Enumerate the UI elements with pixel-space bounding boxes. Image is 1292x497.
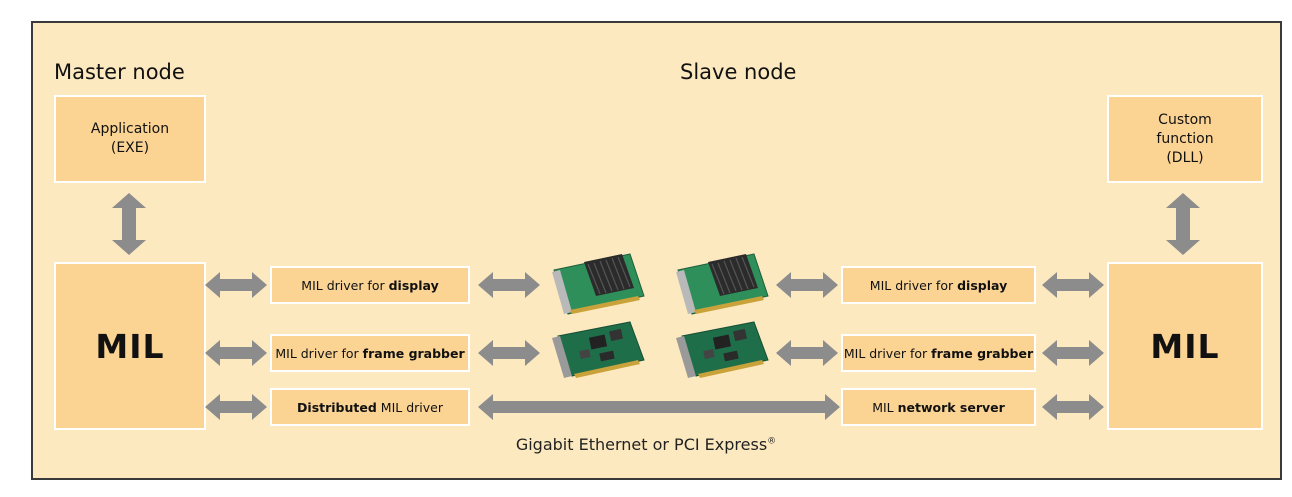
registered-mark: ® <box>767 436 777 447</box>
frame-grabber-card-left-icon <box>552 321 645 378</box>
display-card-left-icon <box>552 253 645 315</box>
slave-vertical-arrow-icon <box>1166 193 1200 255</box>
left-grabber-arrow-icon <box>205 340 267 366</box>
right-network-server-arrow-icon <box>1042 394 1104 420</box>
distributed-mil-driver-box: Distributed MIL driver <box>270 388 470 426</box>
right-frame-grabber-driver-box: MIL driver for frame grabber <box>841 334 1036 372</box>
left-display-arrow-icon <box>205 272 267 298</box>
mil-network-server-box: MIL network server <box>841 388 1036 426</box>
left-grabber-driver-bold: frame grabber <box>362 345 465 361</box>
function-label: function <box>1156 130 1214 147</box>
left-distributed-arrow-icon <box>205 394 267 420</box>
left-grabber-card-arrow-icon <box>478 340 540 366</box>
left-display-driver-prefix: MIL driver for <box>301 277 389 293</box>
network-bus-label: Gigabit Ethernet or PCI Express® <box>0 435 1292 454</box>
master-node-heading: Master node <box>54 60 185 84</box>
right-grabber-card-arrow-icon <box>776 340 838 366</box>
left-frame-grabber-driver-box: MIL driver for frame grabber <box>270 334 470 372</box>
right-grabber-arrow-icon <box>1042 340 1104 366</box>
right-display-arrow-icon <box>1042 272 1104 298</box>
right-grabber-driver-prefix: MIL driver for <box>843 345 932 361</box>
distributed-driver-bold: Distributed <box>297 399 377 415</box>
left-grabber-driver-prefix: MIL driver for <box>275 345 363 361</box>
custom-function-dll-box: Custom function (DLL) <box>1107 95 1263 183</box>
slave-mil-box: MIL <box>1107 262 1263 430</box>
application-exe-box: Application (EXE) <box>54 95 206 183</box>
bus-label-text: Gigabit Ethernet or PCI Express <box>515 435 768 454</box>
right-display-card-arrow-icon <box>776 272 838 298</box>
custom-label: Custom <box>1158 111 1212 128</box>
network-bus-arrow-icon <box>478 394 840 420</box>
network-server-bold: network server <box>897 399 1005 415</box>
frame-grabber-card-right-icon <box>676 321 769 378</box>
left-display-driver-box: MIL driver for display <box>270 266 470 304</box>
master-mil-box: MIL <box>54 262 206 430</box>
display-card-right-icon <box>676 253 769 315</box>
application-label: Application <box>90 121 170 137</box>
right-display-driver-prefix: MIL driver for <box>869 277 958 293</box>
distributed-driver-suffix: MIL driver <box>376 399 443 415</box>
dll-label: (DLL) <box>1166 149 1204 166</box>
right-display-driver-box: MIL driver for display <box>841 266 1036 304</box>
left-display-driver-bold: display <box>388 277 439 293</box>
application-exe-label: (EXE) <box>110 140 150 156</box>
master-vertical-arrow-icon <box>112 193 146 255</box>
right-grabber-driver-bold: frame grabber <box>931 345 1034 361</box>
slave-node-heading: Slave node <box>680 60 797 84</box>
left-display-card-arrow-icon <box>478 272 540 298</box>
right-display-driver-bold: display <box>957 277 1008 293</box>
network-server-prefix: MIL <box>872 399 898 415</box>
